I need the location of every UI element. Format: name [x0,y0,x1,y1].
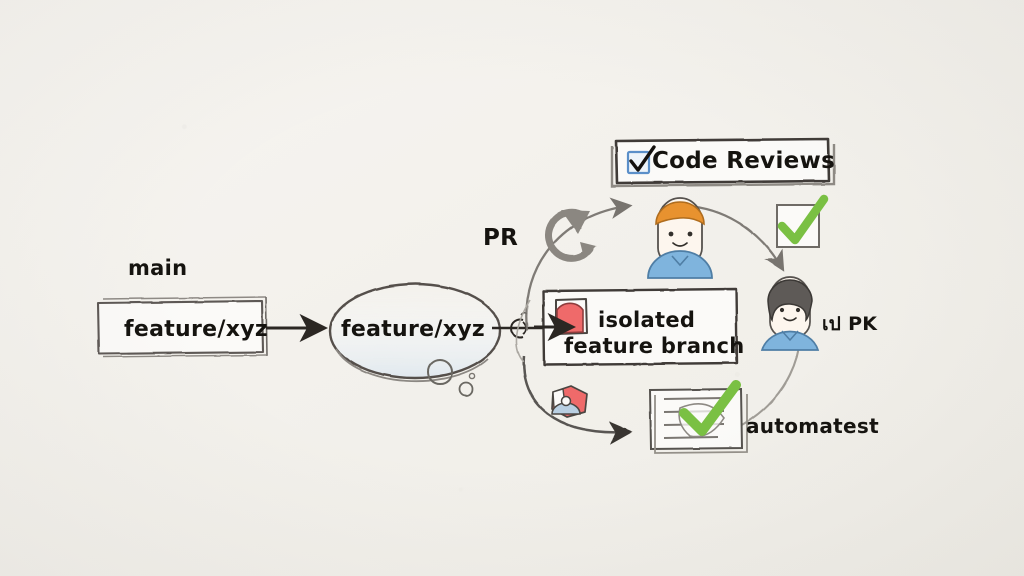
source-branch-label: feature/xyz [124,317,268,342]
checkbox-checked-icon[interactable] [626,145,656,175]
isolated-branch-box[interactable] [541,287,739,367]
automated-tests-label: automatest [746,414,879,438]
avatar-dark-hair-icon [760,276,820,351]
isolated-branch-label-line1: isolated [598,308,696,332]
reviewer-name-label: เป PK [822,313,878,335]
code-reviews-label: Code Reviews [652,148,836,174]
isolated-branch-label-line2: feature branch [564,334,745,358]
source-branch-box[interactable] [96,296,268,358]
pr-label: PR [483,225,519,251]
avatar-orange-hair-icon [647,197,713,279]
magnet-icon [534,298,588,342]
thought-bubble[interactable] [328,282,502,397]
merge-request-icon [551,385,588,418]
document-check-icon [648,380,748,454]
thought-bubble-label: feature/xyz [341,317,485,342]
code-reviews-box[interactable] [610,137,836,188]
main-branch-label: main [128,256,188,280]
refresh-cycle-icon [545,208,596,262]
green-check-in-box-icon [776,194,829,248]
